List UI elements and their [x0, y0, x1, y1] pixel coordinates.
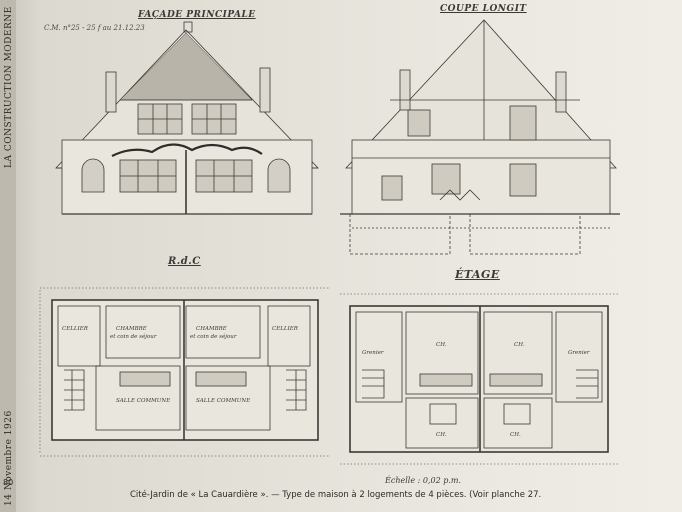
upper-floor-title: ÉTAGE: [455, 268, 500, 281]
room-ch-4: CH.: [510, 432, 521, 438]
facade-elevation: [55, 21, 319, 215]
room-chambre-left: CHAMBRE: [116, 326, 147, 332]
registration-stamp: C.M. n°25 - 25 f au 21.12.23: [44, 24, 145, 32]
ground-floor-plan: [39, 287, 330, 457]
section-title: COUPE LONGIT: [440, 4, 527, 14]
room-chambre-right: CHAMBRE: [196, 326, 227, 332]
upper-floor-plan: [340, 293, 620, 465]
room-salle-right: SALLE COMMUNE: [196, 398, 251, 404]
room-chambre-left-sub: et coin de séjour: [110, 334, 157, 340]
page-spine: [0, 0, 16, 512]
room-salle-left: SALLE COMMUNE: [116, 398, 171, 404]
room-grenier-left: Grenier: [362, 350, 384, 356]
page-number: 80: [3, 478, 14, 487]
longitudinal-section: [340, 19, 620, 255]
room-ch-1: CH.: [436, 342, 447, 348]
room-cellier-left: CELLIER: [62, 326, 88, 332]
figure-caption: Cité-Jardin de « La Cauardière ». — Type…: [130, 490, 542, 500]
ground-floor-title: R.d.C: [168, 256, 201, 267]
room-grenier-right: Grenier: [568, 350, 590, 356]
facade-title: FAÇADE PRINCIPALE: [138, 10, 256, 20]
room-ch-2: CH.: [514, 342, 525, 348]
room-ch-3: CH.: [436, 432, 447, 438]
room-chambre-right-sub: et coin de séjour: [190, 334, 237, 340]
drawing-scale: Échelle : 0,02 p.m.: [385, 476, 461, 485]
room-cellier-right: CELLIER: [272, 326, 298, 332]
